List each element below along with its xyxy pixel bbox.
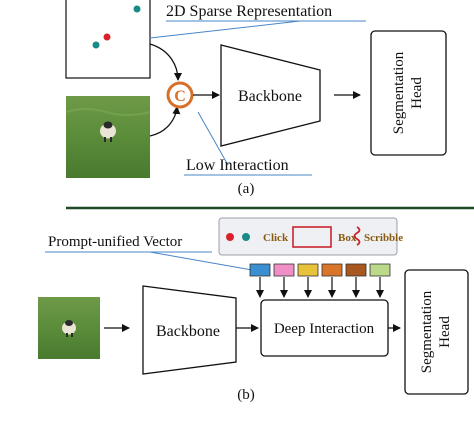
legend-box-icon xyxy=(292,226,332,248)
legend-click-label: Click xyxy=(263,232,289,244)
head-b-line1: Segmentation xyxy=(419,290,435,373)
arrow-sparse-to-concat xyxy=(149,43,182,81)
concat-symbol: C xyxy=(174,88,186,105)
arrow-image-to-concat xyxy=(149,106,181,137)
deep-interaction-label: Deep Interaction xyxy=(274,321,375,337)
concat-icon xyxy=(166,81,194,109)
legend-scribble-label: Scribble xyxy=(364,232,403,244)
vector-cell xyxy=(321,263,343,277)
vector-cell xyxy=(369,263,391,277)
head-b-line2: Head xyxy=(437,316,453,348)
legend-box-label: Box xyxy=(338,232,357,244)
sheep-image-a xyxy=(65,96,151,178)
segmentation-head-a xyxy=(370,30,447,156)
vector-arrows xyxy=(256,277,384,298)
vector-cell xyxy=(297,263,319,277)
legend-click-red-icon xyxy=(226,233,234,241)
backbone-label-a: Backbone xyxy=(238,88,302,105)
vector-leader-line xyxy=(149,251,253,271)
legend-click-teal-icon xyxy=(242,233,250,241)
prompt-vector-label: Prompt-unified Vector xyxy=(48,234,182,250)
sheep-image-b xyxy=(38,297,100,359)
vector-cell xyxy=(273,263,295,277)
backbone-label-b: Backbone xyxy=(156,323,220,340)
head-a-line2: Head xyxy=(409,77,425,109)
backbone-block-b xyxy=(142,285,237,375)
legend-scribble-icon xyxy=(353,226,361,246)
sparse-representation-label: 2D Sparse Representation xyxy=(166,3,332,20)
click-dot-teal-bottom xyxy=(92,41,100,49)
low-interaction-label: Low Interaction xyxy=(186,157,289,174)
vector-cell xyxy=(345,263,367,277)
click-dot-red xyxy=(103,33,111,41)
interaction-leader-line xyxy=(197,111,229,166)
prompt-legend xyxy=(218,217,398,256)
vector-cell xyxy=(249,263,271,277)
backbone-block-a xyxy=(220,44,321,147)
prompt-unified-vector xyxy=(249,263,391,277)
click-dot-teal-top xyxy=(133,5,141,13)
caption-a: (a) xyxy=(238,181,255,197)
caption-b: (b) xyxy=(237,387,255,403)
segmentation-head-b xyxy=(404,269,469,395)
sparse-leader-line xyxy=(149,20,301,39)
head-a-line1: Segmentation xyxy=(391,51,407,134)
